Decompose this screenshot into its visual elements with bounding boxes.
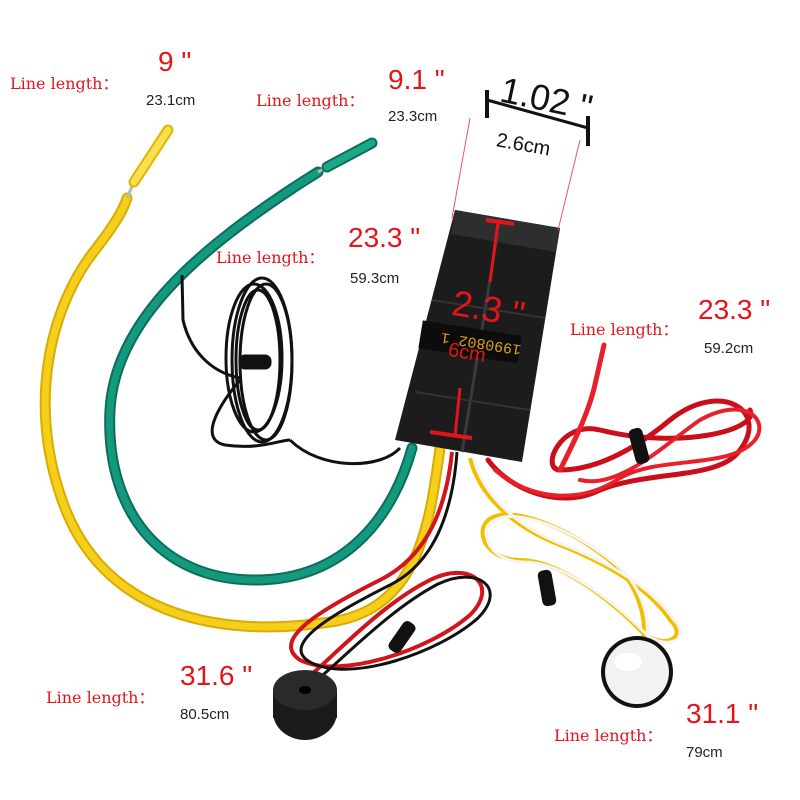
- label-yellow-prefix: Line length：: [10, 74, 119, 93]
- label-sensor-cm: 79cm: [686, 744, 723, 761]
- black-wire: [180, 274, 402, 465]
- dimension-lines: [429, 90, 590, 440]
- buzzer-icon: [273, 670, 337, 740]
- sensor-pad-icon: [601, 636, 673, 708]
- label-green-cm: 23.3cm: [388, 108, 438, 125]
- label-sensor-inches: 31.1 ": [686, 698, 759, 729]
- sensor-wire: [468, 457, 682, 651]
- yellow-wire: [39, 124, 446, 633]
- label-green-inches: 9.1 ": [388, 64, 445, 95]
- label-red-cm: 59.2cm: [704, 340, 754, 357]
- label-green-prefix: Line length：: [256, 91, 365, 110]
- buzzer-wire: [289, 451, 492, 686]
- label-red-prefix: Line length：: [570, 320, 679, 339]
- label-red-inches: 23.3 ": [698, 294, 771, 325]
- label-yellow-inches: 9 ": [158, 46, 192, 77]
- red-wire: [485, 342, 762, 501]
- label-black-prefix: Line length：: [216, 248, 325, 267]
- label-buzzer-cm: 80.5cm: [180, 706, 230, 723]
- label-black-inches: 23.3 ": [348, 222, 421, 253]
- label-buzzer-inches: 31.6 ": [180, 660, 253, 691]
- label-sensor-prefix: Line length：: [554, 726, 663, 745]
- label-yellow-cm: 23.1cm: [146, 92, 196, 109]
- label-buzzer-prefix: Line length：: [46, 688, 155, 707]
- label-black-cm: 59.3cm: [350, 270, 400, 287]
- green-wire: [104, 137, 418, 586]
